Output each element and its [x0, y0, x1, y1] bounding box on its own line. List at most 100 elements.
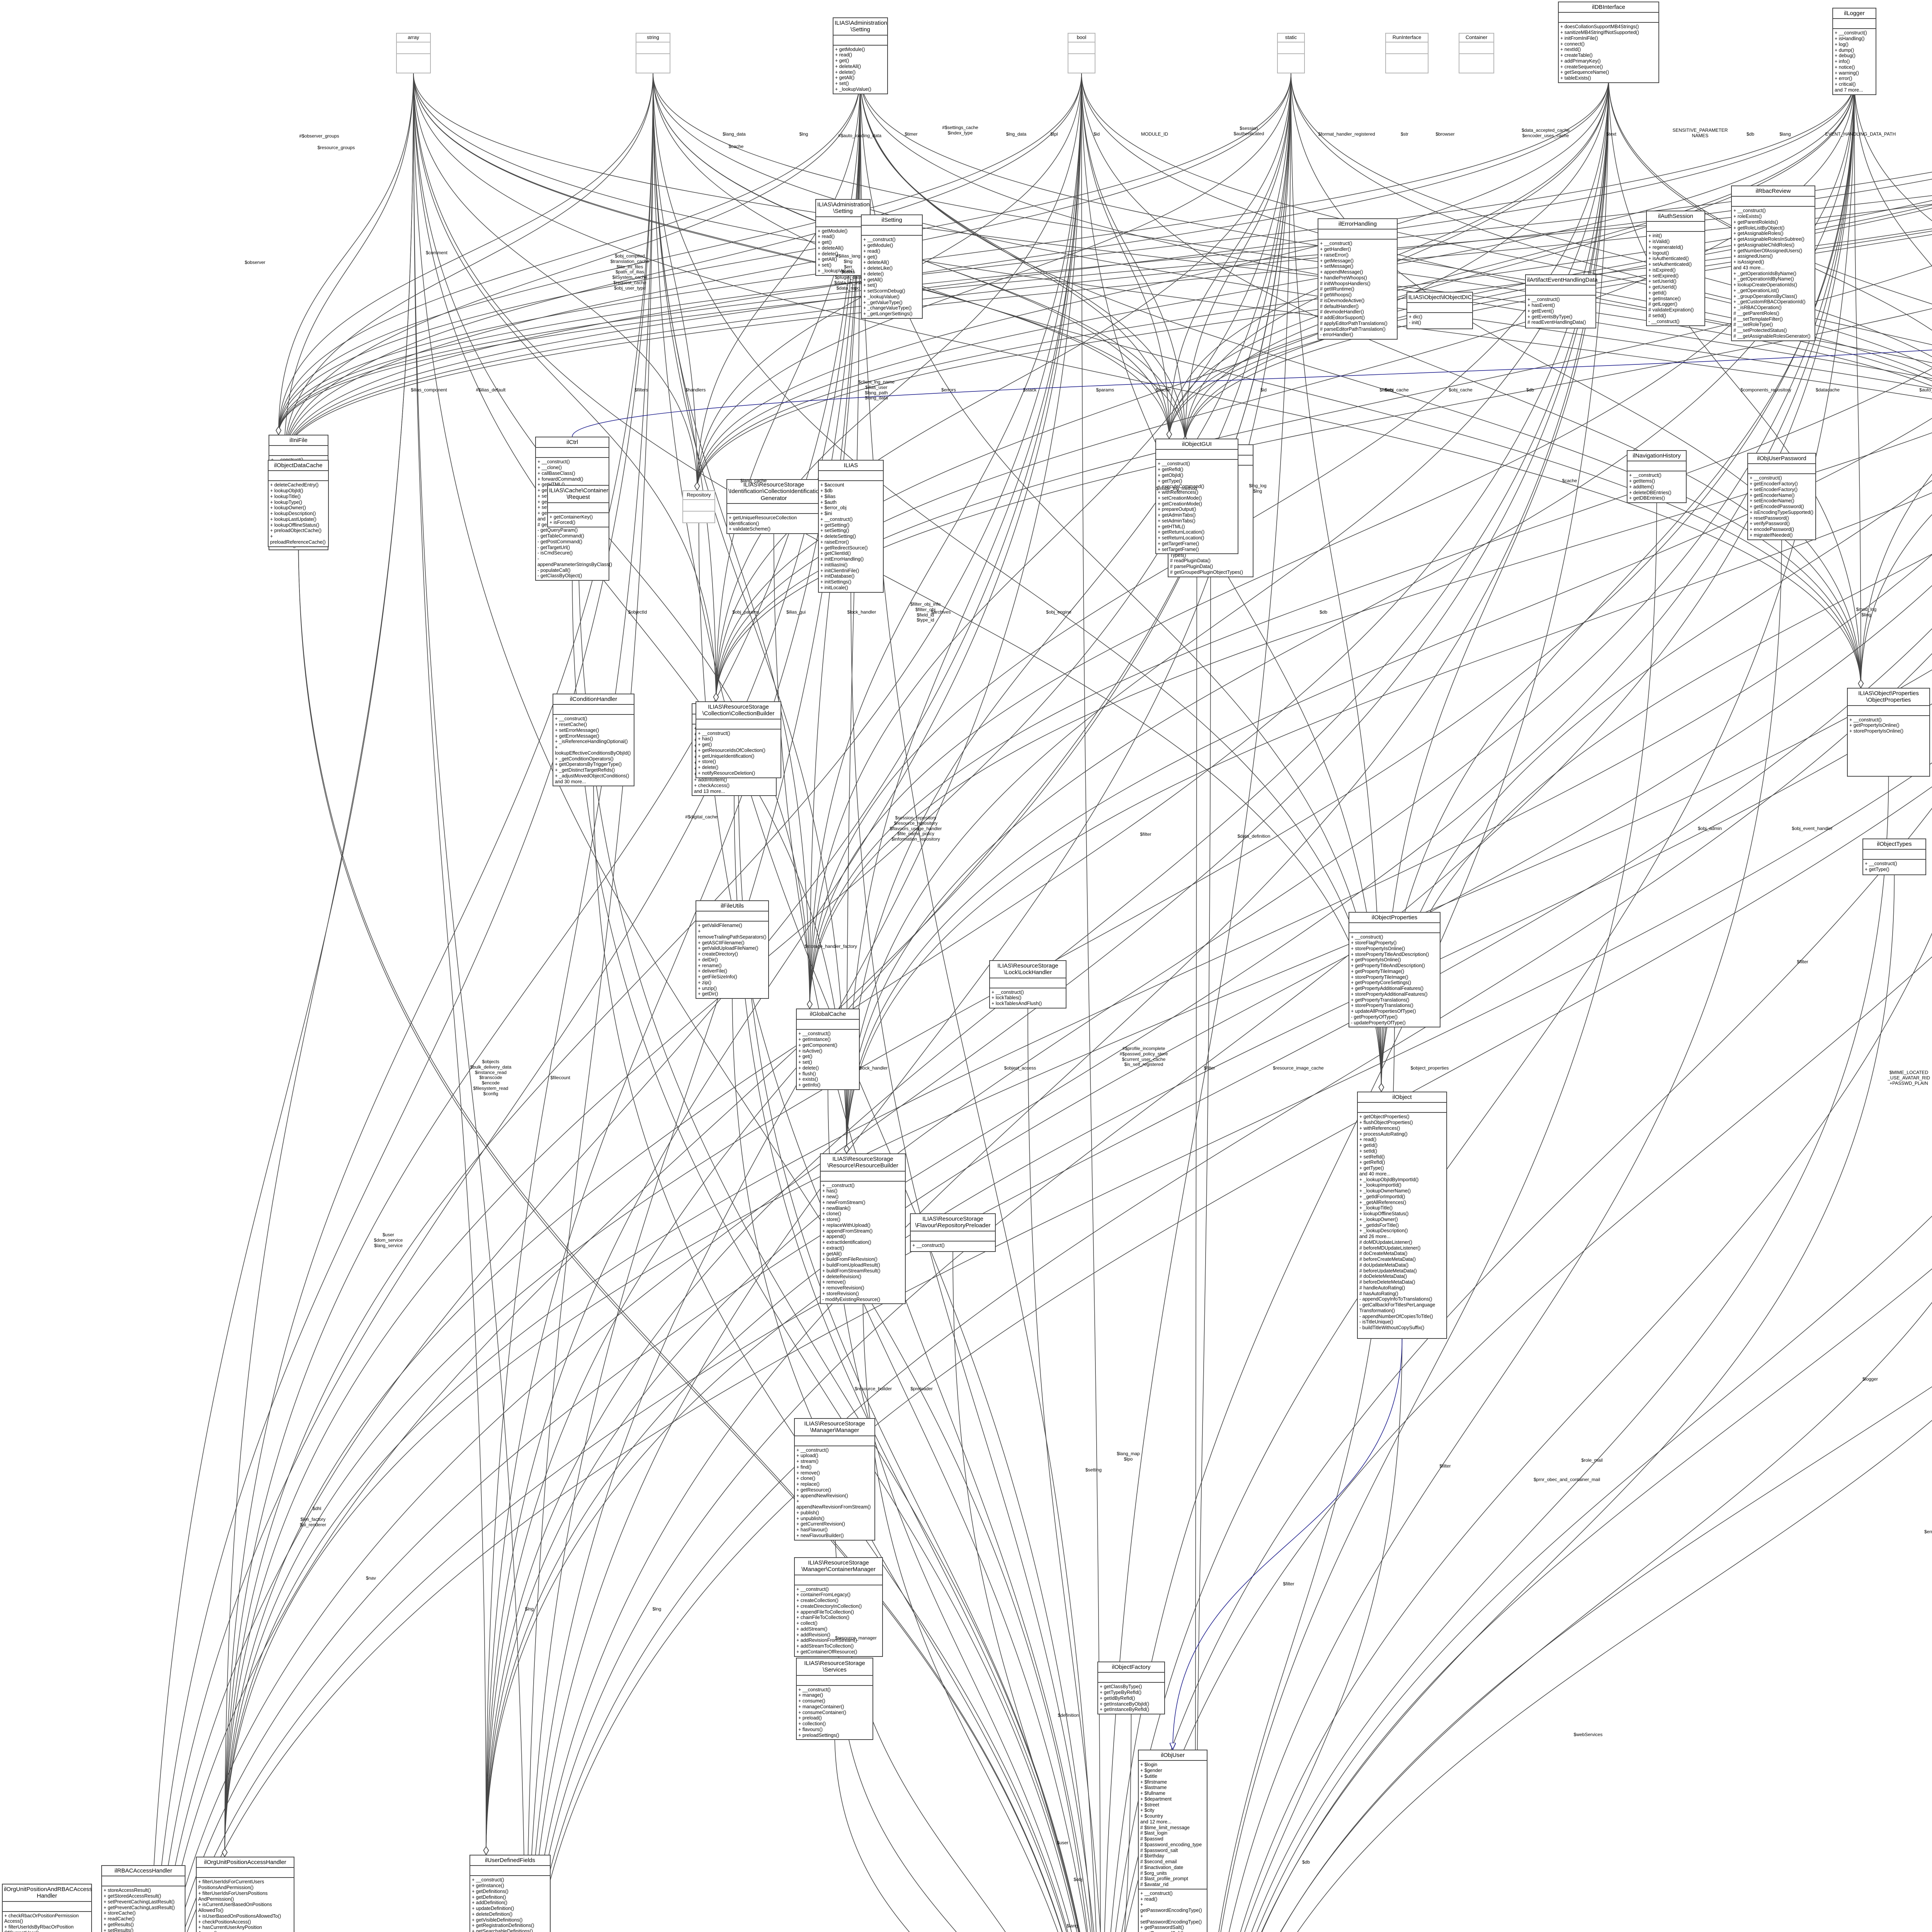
class-node-ilresourcestoragecm[interactable]: ILIAS\ResourceStorage \Manager\Container…: [794, 1557, 883, 1657]
class-node-array[interactable]: array: [396, 33, 431, 73]
class-node-ilobjectdatacache[interactable]: ilObjectDataCache+ deleteCachedEntry() +…: [268, 460, 329, 547]
edge-label: $resource_manager: [835, 1635, 877, 1641]
edge-label: $object_access: [1004, 1065, 1036, 1071]
class-node-attributes: + $login + $gender + $utitle + $firstnam…: [1139, 1761, 1207, 1889]
class-node-repository[interactable]: Repository: [682, 490, 715, 523]
class-node-attributes: [1647, 222, 1704, 232]
edge-label: $resource_image_cache: [1273, 1065, 1324, 1071]
edge-label: $params: [1096, 387, 1114, 393]
class-node-ilias_admin_setting[interactable]: ILIAS\Administration \Setting+ getModule…: [833, 17, 888, 94]
class-node-static[interactable]: static: [1277, 33, 1305, 73]
class-node-illogger[interactable]: ilLogger+ __construct() + isHandling() +…: [1832, 8, 1876, 95]
class-node-operations: + $account + $db + $ilias + $auth + $err…: [820, 482, 868, 590]
class-node-ilobjectdic[interactable]: ILIAS\Object\ilObjectDIC + dic() - init(): [1406, 292, 1473, 329]
edge-label: $obj_compiled $translation_cache $lite_i…: [610, 253, 650, 291]
edge-label: $obj_event_handler: [1792, 826, 1833, 832]
class-node-ilobjectproperties[interactable]: ilObjectProperties+ __construct() + stor…: [1349, 912, 1440, 1028]
edge-label: $session $authenticated: [1233, 126, 1264, 136]
class-node-operations: + deleteCachedEntry() + lookupObjId() + …: [270, 482, 326, 545]
class-node-operations: + storeAccessResult() + getStoredAccessR…: [104, 1888, 175, 1932]
class-node-title: ILIAS\ResourceStorage \Identification\Co…: [727, 480, 822, 504]
class-node-ilresourcestoragemanager[interactable]: ILIAS\ResourceStorage \Manager\Manager+ …: [794, 1418, 875, 1541]
class-node-ilcustomuserfieldsettings[interactable]: ilUserDefinedFields+ __construct() + get…: [469, 1855, 551, 1932]
class-node-ilobjuserpassword[interactable]: ilObjUserPassword+ __construct() + getEn…: [1747, 453, 1816, 540]
edge-label: $timer: [905, 131, 918, 137]
class-node-attributes: [862, 226, 922, 236]
class-node-ilorgunitpositionaccesshandler[interactable]: ilOrgUnitPositionAccessHandler+ filterUs…: [196, 1857, 294, 1932]
class-node-ilias[interactable]: ILIAS+ $account + $db + $ilias + $auth +…: [818, 460, 884, 593]
edge-label: $obj_admin: [1697, 826, 1722, 832]
edge-label: #$ilias_default: [476, 387, 506, 393]
class-node-ilconditionhandler[interactable]: ilConditionHandler+ __construct() + rese…: [553, 694, 634, 787]
class-node-attributes: [1748, 464, 1815, 474]
class-node-ilobjuser_gen[interactable]: ilObjUser+ $login + $gender + $utitle + …: [1138, 1750, 1208, 1932]
edge-label: $ilias_component: [411, 387, 447, 393]
class-node-ilobjecthelper[interactable]: ILIAS\Object\Properties \ObjectPropertie…: [1847, 688, 1930, 777]
class-node-title: ilArtifactEventHandlingData: [1526, 275, 1598, 286]
class-node-ilsetting[interactable]: ilSetting+ __construct() + getModule() +…: [861, 214, 923, 319]
class-node-ildbinterface[interactable]: ilDBInterface+ doesCollationSupportMB4St…: [1558, 2, 1659, 83]
edge-label: $lang: [1779, 131, 1791, 137]
class-node-operations: + __construct() + getInstance() + getDef…: [472, 1877, 534, 1932]
edge-label: $data_definition: [1237, 833, 1270, 839]
class-node-ilerrorhandling[interactable]: ilErrorHandling+ __construct() + getHand…: [1318, 218, 1398, 340]
class-node-operations: + dic() - init(): [1409, 314, 1423, 325]
class-node-ilobjectfactory[interactable]: ilObjectFactory+ getClassByType() + getT…: [1097, 1662, 1165, 1714]
class-node-ilartifacteventhandlingdata[interactable]: ilArtifactEventHandlingData+ __construct…: [1525, 274, 1598, 328]
class-node-attributes: [548, 503, 609, 513]
class-node-ilnavigationhistory[interactable]: ilNavigationHistory+ __construct() + get…: [1627, 450, 1687, 503]
class-node-attributes: [269, 446, 328, 456]
class-node-ilrbacreview[interactable]: ilRbacReview+ __construct() + roleExists…: [1731, 185, 1815, 341]
edge-label: $lang_map $lpo: [1117, 1451, 1140, 1462]
class-node-ilresourcestoragedemander[interactable]: ILIAS\ResourceStorage \Resource\Resource…: [820, 1153, 906, 1304]
class-node-ilobject_main[interactable]: ilObject+ getObjectProperties() + flushO…: [1357, 1092, 1447, 1339]
class-node-title: ilLogger: [1833, 9, 1876, 19]
class-node-ilcontainer[interactable]: ilObjectGUI+ __construct() + getRefId() …: [1155, 439, 1238, 554]
class-node-operations: + filterUserIdsForCurrentUsers Positions…: [198, 1879, 281, 1932]
class-node-string[interactable]: string: [636, 33, 670, 73]
class-node-attributes: [1358, 1103, 1446, 1113]
edge-label: #$ilias_lang $lng $err $users $plugin_da…: [834, 253, 862, 291]
edge-label: $webServices: [1573, 1732, 1603, 1738]
edge-label: $components_repository: [1740, 387, 1791, 393]
edge-label: $storage_handler_factory: [804, 944, 857, 949]
class-node-ilobjecttypes[interactable]: ilObjectTypes+ __construct() + getType(): [1862, 838, 1926, 875]
class-node-title: ilObjectGUI: [1156, 439, 1238, 450]
class-node-ilrbacaccesshandler[interactable]: ilRBACAccessHandler+ storeAccessResult()…: [101, 1865, 185, 1932]
class-node-ilglobalcache[interactable]: ilGlobalCache+ __construct() + getInstan…: [796, 1009, 860, 1090]
class-node-title: ILIAS\ResourceStorage \Flavour\Repositor…: [911, 1214, 995, 1231]
class-node-ilresourcestoragesvsgh[interactable]: ILIAS\ResourceStorage \Collection\Collec…: [696, 701, 781, 778]
edge-label: $text: [1606, 131, 1617, 137]
class-node-collectionidgen[interactable]: ILIAS\ResourceStorage \Identification\Co…: [726, 479, 822, 534]
class-node-runinterface[interactable]: RunInterface: [1385, 33, 1429, 73]
edge-label: $client_lng_name $ilias_user $lang_path …: [858, 379, 895, 401]
class-node-attributes: [1068, 43, 1095, 54]
class-node-ilresourcestorageservices[interactable]: ILIAS\ResourceStorage \Services+ __const…: [796, 1658, 873, 1740]
class-node-operations: + __construct() + getHandler() + raiseEr…: [1320, 241, 1388, 338]
class-node-ilfileutils[interactable]: ilFileUtils+ getValidFilename() + remove…: [696, 900, 769, 999]
edge-label: $auto_loading_data: [1919, 387, 1932, 393]
class-node-attributes: [636, 43, 670, 54]
edge-label: $obj: [1073, 1877, 1083, 1883]
class-node-ilresourcestoragelli[interactable]: ILIAS\ResourceStorage \Lock\LockHandler+…: [989, 960, 1066, 1009]
class-node-attributes: [797, 1020, 859, 1030]
class-node-operations: + __construct() + read() + getPasswordEn…: [1140, 1890, 1202, 1932]
class-node-title: ILIAS\Object\ilObjectDIC: [1407, 293, 1472, 303]
edge-label: $lng: [799, 131, 808, 137]
edge-label: $lng_log $lng: [1249, 483, 1267, 494]
class-node-ilias_cache_container_request[interactable]: ILIAS\Cache\Container \Request+ getConta…: [547, 485, 609, 527]
class-node-containerif[interactable]: Container: [1459, 33, 1494, 73]
class-node-attributes: [1098, 1673, 1164, 1683]
edge-label: $data_accepted_cache $encoder_uses_cache: [1521, 128, 1570, 138]
class-node-ilresourcestoragefrp[interactable]: ILIAS\ResourceStorage \Flavour\Repositor…: [910, 1213, 996, 1252]
class-node-operations: + getObjectProperties() + flushObjectPro…: [1359, 1114, 1435, 1330]
class-node-attributes: [553, 705, 634, 715]
class-node-ilauthsession[interactable]: ilAuthSession+ init() + isValid() + rege…: [1646, 211, 1705, 327]
class-node-ilorgunitpositionandrbac[interactable]: ilOrgUnitPositionAndRBACAccess Handler+ …: [2, 1884, 92, 1932]
class-node-bool[interactable]: bool: [1068, 33, 1095, 73]
edge-label: $MIME_LOCATED _USE_AVATAR_RID +PASSWD_PL…: [1888, 1070, 1930, 1086]
edge-label: $filter: [1439, 1463, 1451, 1469]
edge-label: $nav: [366, 1575, 376, 1581]
class-node-attributes: [821, 1172, 905, 1182]
